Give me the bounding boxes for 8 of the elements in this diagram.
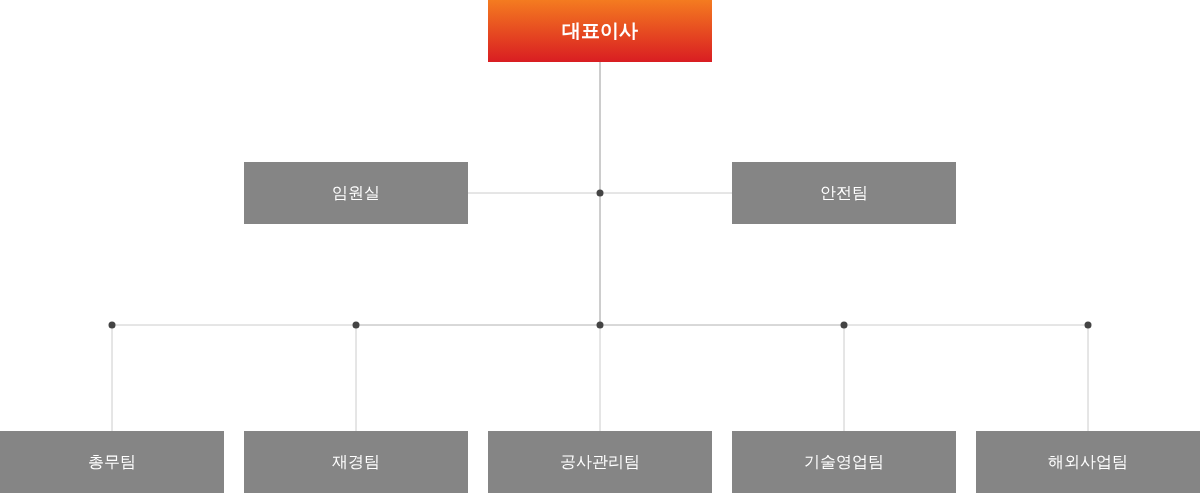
team-box: 안전팀 — [732, 162, 956, 224]
team-box: 재경팀 — [244, 431, 468, 493]
team-box: 공사관리팀 — [488, 431, 712, 493]
team-box: 임원실 — [244, 162, 468, 224]
team-box: 기술영업팀 — [732, 431, 956, 493]
team-box: 총무팀 — [0, 431, 224, 493]
team-box: 해외사업팀 — [976, 431, 1200, 493]
ceo-box: 대표이사 — [488, 0, 712, 62]
